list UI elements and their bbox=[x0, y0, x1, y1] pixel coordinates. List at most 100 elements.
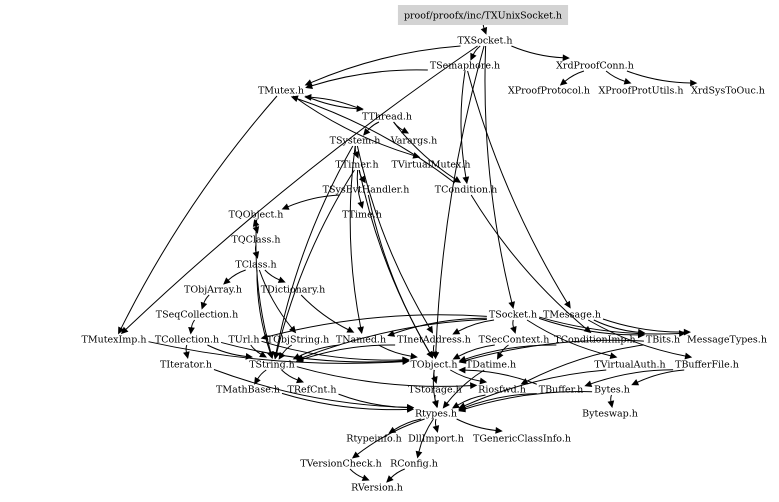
node-tconditionimp[interactable]: TConditionImp.h bbox=[554, 335, 635, 346]
edge-tinetaddress-to-tstring bbox=[302, 344, 396, 360]
node-label: TMathBase.h bbox=[216, 385, 280, 396]
node-tversioncheck[interactable]: TVersionCheck.h bbox=[300, 459, 381, 470]
node-varargs[interactable]: Varargs.h bbox=[390, 136, 438, 147]
node-rversion[interactable]: RVersion.h bbox=[351, 483, 403, 494]
edge-tinetaddress-to-tobject bbox=[432, 344, 435, 353]
node-tobjstring[interactable]: TObjString.h bbox=[267, 335, 329, 346]
node-rtypeinfo[interactable]: Rtypeinfo.h bbox=[346, 434, 401, 445]
node-tseqcollection[interactable]: TSeqCollection.h bbox=[156, 310, 238, 321]
node-tthread[interactable]: TThread.h bbox=[362, 112, 412, 123]
arrowhead bbox=[277, 276, 286, 283]
node-tsysevthandler[interactable]: TSysEvtHandler.h bbox=[323, 185, 410, 196]
edge-tcondition-to-tconditionimp bbox=[470, 194, 587, 330]
node-label: TCollection.h bbox=[155, 335, 219, 346]
node-tsocket[interactable]: TSocket.h bbox=[489, 310, 537, 321]
node-tnamed[interactable]: TNamed.h bbox=[336, 335, 386, 346]
arrowhead bbox=[260, 333, 269, 341]
edge-tmessage-to-tbufferfile bbox=[587, 319, 686, 357]
node-label: Varargs.h bbox=[390, 136, 438, 147]
node-label: TMutexImp.h bbox=[82, 335, 147, 346]
arrowhead bbox=[245, 353, 253, 360]
node-tsemaphore[interactable]: TSemaphore.h bbox=[430, 61, 500, 72]
node-label: TInetAddress.h bbox=[397, 335, 471, 346]
node-label: TString.h bbox=[249, 360, 295, 371]
node-label: TClass.h bbox=[235, 260, 276, 271]
node-tgenericclassinfo[interactable]: TGenericClassInfo.h bbox=[473, 434, 571, 445]
node-txsocket[interactable]: TXSocket.h bbox=[458, 36, 513, 47]
node-label: TSeqCollection.h bbox=[156, 310, 238, 321]
edge-rtypes-to-rconfig bbox=[418, 418, 434, 453]
arrowhead bbox=[361, 474, 370, 481]
node-byteswap[interactable]: Byteswap.h bbox=[582, 409, 638, 420]
node-tseccontext[interactable]: TSecContext.h bbox=[479, 335, 550, 346]
node-ttime[interactable]: TTime.h bbox=[342, 210, 382, 221]
node-label: TObjArray.h bbox=[184, 285, 242, 296]
arrowhead bbox=[462, 176, 470, 185]
node-label: TDatime.h bbox=[466, 360, 516, 371]
edge-txsocket-to-tmuteximp bbox=[125, 45, 478, 330]
node-tsystem[interactable]: TSystem.h bbox=[330, 136, 381, 147]
node-tqclass[interactable]: TQClass.h bbox=[232, 235, 281, 246]
arrowhead bbox=[430, 351, 438, 359]
node-bytes[interactable]: Bytes.h bbox=[594, 385, 630, 396]
node-tqobject[interactable]: TQObject.h bbox=[229, 210, 284, 221]
node-tmuteximp[interactable]: TMutexImp.h bbox=[82, 335, 147, 346]
arrowhead bbox=[683, 328, 692, 336]
node-label: Riosfwd.h bbox=[478, 385, 526, 396]
edge-tdatime-to-rtypes bbox=[446, 369, 485, 404]
node-tdictionary[interactable]: TDictionary.h bbox=[261, 285, 325, 296]
edge-tmessage-to-messagetypes bbox=[602, 318, 685, 333]
node-tbits[interactable]: TBits.h bbox=[646, 335, 680, 346]
node-trefcnt[interactable]: TRefCnt.h bbox=[288, 385, 337, 396]
node-titerator[interactable]: TIterator.h bbox=[160, 360, 212, 371]
node-turl[interactable]: TUrl.h bbox=[228, 335, 259, 346]
arrowhead bbox=[387, 330, 396, 337]
node-tcollection[interactable]: TCollection.h bbox=[155, 335, 219, 346]
edge-xrdproofconn-to-xproofprotutils bbox=[605, 70, 626, 82]
arrowhead bbox=[496, 351, 504, 360]
node-label: Rtypes.h bbox=[415, 409, 457, 420]
node-tstorage[interactable]: TStorage.h bbox=[408, 385, 461, 396]
node-tdatime[interactable]: TDatime.h bbox=[466, 360, 516, 371]
node-xrdsystoouc[interactable]: XrdSysToOuc.h bbox=[691, 86, 765, 97]
edge-txsocket-to-xrdproofconn bbox=[511, 45, 564, 59]
node-xrdproofconn[interactable]: XrdProofConn.h bbox=[556, 61, 634, 72]
node-label: Rtypeinfo.h bbox=[346, 434, 401, 445]
node-label: TVersionCheck.h bbox=[300, 459, 381, 470]
node-tvirtualmutex[interactable]: TVirtualMutex.h bbox=[391, 160, 470, 171]
node-root[interactable]: proof/proofx/inc/TXUnixSocket.h bbox=[397, 5, 569, 25]
node-tmutex[interactable]: TMutex.h bbox=[258, 86, 304, 97]
node-tobject[interactable]: TObject.h bbox=[410, 360, 457, 371]
node-tinetaddress[interactable]: TInetAddress.h bbox=[397, 335, 471, 346]
node-tobjarray[interactable]: TObjArray.h bbox=[184, 285, 242, 296]
node-messagetypes[interactable]: MessageTypes.h bbox=[687, 335, 767, 346]
node-tbuffer[interactable]: TBuffer.h bbox=[539, 385, 583, 396]
node-tclass[interactable]: TClass.h bbox=[235, 260, 276, 271]
node-riosfwd[interactable]: Riosfwd.h bbox=[478, 385, 526, 396]
node-xproofprotocol[interactable]: XProofProtocol.h bbox=[508, 86, 590, 97]
node-tcondition[interactable]: TCondition.h bbox=[435, 185, 497, 196]
edge-rtypes-to-tversioncheck bbox=[356, 418, 425, 455]
node-xproofprotutils[interactable]: XProofProtUtils.h bbox=[598, 86, 683, 97]
node-rtypes[interactable]: Rtypes.h bbox=[415, 409, 457, 420]
node-tvirtualauth[interactable]: TVirtualAuth.h bbox=[594, 360, 665, 371]
arrowhead bbox=[252, 251, 260, 259]
node-label: RConfig.h bbox=[390, 459, 438, 470]
node-tmathbase[interactable]: TMathBase.h bbox=[216, 385, 280, 396]
node-tstring[interactable]: TString.h bbox=[249, 360, 295, 371]
edge-xrdproofconn-to-xproofprotocol bbox=[564, 70, 585, 82]
node-tmessage[interactable]: TMessage.h bbox=[543, 310, 601, 321]
node-ttimer[interactable]: TTimer.h bbox=[335, 160, 378, 171]
edge-tthread-to-tcondition bbox=[393, 121, 456, 180]
edge-tsysevthandler-to-tqobject bbox=[287, 194, 340, 208]
node-rconfig[interactable]: RConfig.h bbox=[390, 459, 438, 470]
arrowhead bbox=[458, 366, 466, 374]
edge-tnamed-to-tobject bbox=[378, 344, 412, 357]
arrowhead bbox=[631, 379, 640, 386]
node-tbufferfile[interactable]: TBufferFile.h bbox=[675, 360, 739, 371]
node-label: TDictionary.h bbox=[261, 285, 325, 296]
node-label: TXSocket.h bbox=[458, 36, 513, 47]
edge-tmessage-to-tbits bbox=[593, 319, 639, 333]
node-dllimport[interactable]: DllImport.h bbox=[408, 434, 464, 445]
